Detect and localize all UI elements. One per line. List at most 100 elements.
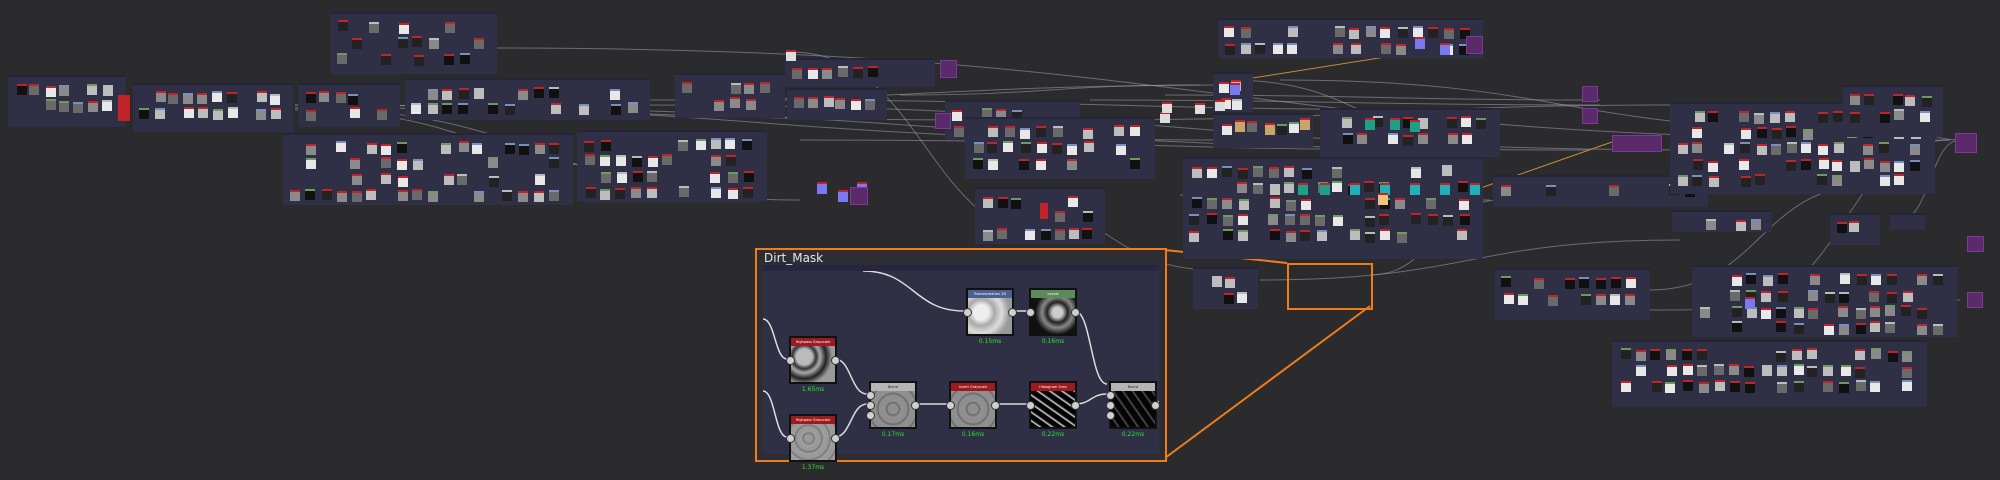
graph-node[interactable]	[1269, 229, 1280, 241]
graph-node[interactable]	[1460, 214, 1471, 226]
graph-node[interactable]	[1778, 273, 1789, 284]
input-port[interactable]	[1106, 391, 1115, 400]
graph-node[interactable]	[504, 143, 515, 155]
graph-node[interactable]	[1838, 291, 1849, 303]
graph-node[interactable]	[1415, 37, 1425, 49]
graph-node[interactable]	[1801, 159, 1812, 171]
graph-node[interactable]	[600, 140, 611, 152]
graph-node[interactable]	[1380, 229, 1391, 241]
graph-node[interactable]	[1116, 143, 1127, 155]
graph-node[interactable]	[548, 190, 559, 202]
graph-node[interactable]	[1052, 126, 1063, 138]
graph-node[interactable]	[1442, 165, 1453, 177]
output-node[interactable]	[1955, 133, 1977, 153]
graph-node[interactable]	[1840, 273, 1851, 285]
graph-node[interactable]	[1730, 380, 1741, 392]
graph-node[interactable]	[1833, 142, 1844, 154]
graph-node[interactable]	[711, 155, 722, 167]
graph-node[interactable]	[290, 189, 301, 201]
graph-node[interactable]	[1869, 380, 1880, 392]
graph-node[interactable]	[1418, 117, 1429, 129]
graph-node[interactable]	[1378, 193, 1388, 205]
graph-node[interactable]	[1777, 381, 1788, 393]
graph-node[interactable]	[1238, 213, 1249, 225]
graph-node[interactable]	[381, 173, 392, 185]
graph-node[interactable]	[411, 102, 422, 114]
graph-node[interactable]	[1879, 111, 1890, 123]
graph-node[interactable]	[983, 197, 994, 209]
graph-frame[interactable]	[1193, 267, 1258, 309]
graph-node[interactable]	[1272, 43, 1283, 55]
graph-node[interactable]	[1916, 273, 1927, 285]
graph-node[interactable]	[1824, 323, 1835, 335]
graph-node[interactable]	[1708, 110, 1719, 122]
graph-node[interactable]	[1761, 291, 1772, 303]
output-node[interactable]	[850, 187, 868, 205]
graph-node[interactable]	[633, 171, 644, 183]
graph-node[interactable]	[1708, 160, 1719, 172]
graph-frame[interactable]	[1830, 213, 1880, 245]
graph-node[interactable]	[988, 158, 999, 170]
graph-node[interactable]	[139, 108, 150, 120]
graph-node[interactable]	[1546, 185, 1557, 197]
graph-node[interactable]	[996, 227, 1007, 239]
graph-node[interactable]	[1741, 176, 1752, 188]
graph-node[interactable]	[1300, 213, 1311, 225]
graph-node[interactable]	[1724, 143, 1735, 155]
graph-node[interactable]	[616, 172, 627, 184]
graph-node[interactable]	[1365, 198, 1376, 210]
graph-node[interactable]	[1776, 321, 1787, 333]
output-node[interactable]	[1967, 236, 1984, 252]
graph-node[interactable]	[973, 141, 984, 153]
graph-node[interactable]	[352, 38, 363, 50]
graph-node[interactable]	[1285, 214, 1296, 226]
graph-node[interactable]	[102, 100, 113, 112]
graph-node[interactable]	[585, 154, 596, 166]
graph-node[interactable]	[1609, 185, 1620, 197]
graph-node[interactable]	[103, 85, 114, 97]
graph-frame[interactable]	[1183, 157, 1483, 259]
graph-node[interactable]	[1855, 323, 1866, 335]
graph-node[interactable]	[1565, 277, 1576, 289]
graph-frame[interactable]	[675, 73, 785, 118]
graph-node[interactable]	[1770, 111, 1781, 123]
graph-node[interactable]	[1457, 181, 1468, 193]
output-node[interactable]	[1466, 36, 1483, 54]
graph-node[interactable]	[745, 98, 756, 110]
graph-node[interactable]	[987, 126, 998, 138]
graph-node[interactable]	[1817, 174, 1828, 186]
graph-node[interactable]	[1848, 221, 1859, 233]
graph-node[interactable]	[1910, 144, 1921, 156]
graph-node[interactable]	[1651, 380, 1662, 392]
graph-node[interactable]	[1315, 215, 1326, 227]
graph-node[interactable]	[1396, 231, 1407, 243]
graph-node[interactable]	[1850, 94, 1861, 106]
graph-node[interactable]	[1697, 348, 1708, 360]
graph-node[interactable]	[1901, 305, 1912, 317]
graph-node[interactable]	[1390, 118, 1400, 130]
graph-node[interactable]	[1052, 142, 1063, 154]
graph-node[interactable]	[953, 126, 964, 138]
graph-node[interactable]	[1380, 42, 1391, 54]
graph-node[interactable]	[631, 155, 642, 167]
graph-node[interactable]	[865, 98, 876, 110]
input-port[interactable]	[1106, 401, 1115, 410]
graph-node[interactable]	[1356, 133, 1367, 145]
graph-node[interactable]	[1221, 98, 1232, 110]
graph-node[interactable]	[1054, 228, 1065, 240]
graph-node[interactable]	[1461, 133, 1472, 145]
graph-node[interactable]	[727, 187, 738, 199]
graph-node[interactable]	[1286, 43, 1297, 55]
graph-node[interactable]	[377, 109, 388, 121]
graph-node[interactable]	[73, 101, 84, 113]
graph-node[interactable]	[1850, 111, 1861, 123]
graph-node[interactable]	[1222, 214, 1233, 226]
graph-node[interactable]	[1548, 294, 1559, 306]
output-node[interactable]	[1612, 135, 1662, 152]
graph-node[interactable]	[853, 67, 864, 79]
graph-node[interactable]	[1893, 94, 1904, 106]
graph-node[interactable]	[1130, 125, 1141, 137]
graph-node[interactable]	[1195, 103, 1205, 114]
graph-node[interactable]	[1447, 133, 1458, 145]
